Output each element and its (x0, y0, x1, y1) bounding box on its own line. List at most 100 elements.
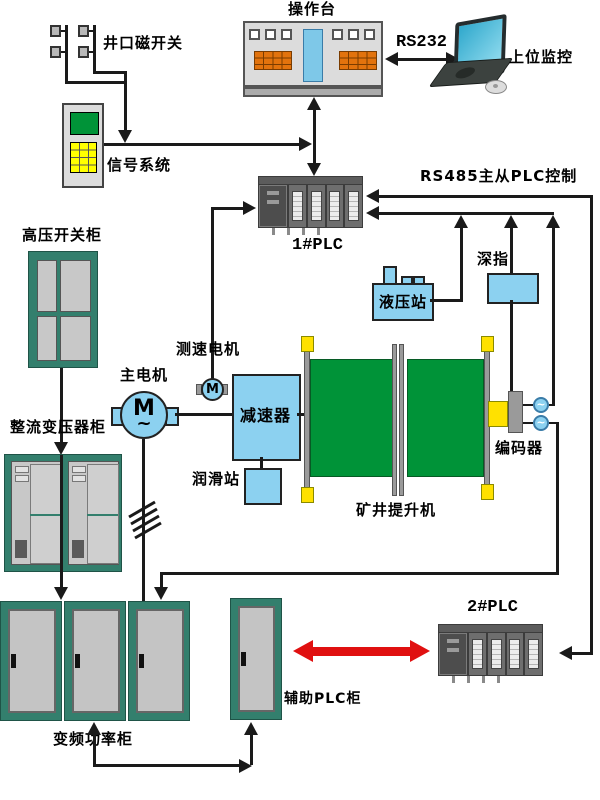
plc-cpu-module (260, 186, 286, 226)
encoder-2: ~ (533, 415, 549, 431)
plc-io-module (485, 633, 505, 675)
arrowhead (366, 206, 379, 220)
plc1-module-image (258, 176, 363, 235)
encoder-label: 编码器 (495, 439, 544, 457)
red-arrowhead (410, 640, 430, 662)
arrowhead (307, 163, 321, 176)
cabinet-section (11, 461, 62, 565)
connector (395, 58, 449, 61)
plc-io-module (467, 633, 486, 675)
console-button (281, 29, 292, 40)
cabinet-pane (60, 260, 91, 312)
cabinet-pane (37, 316, 57, 361)
line-hydraulic-bus (430, 299, 462, 302)
hoist-bearing (481, 484, 494, 500)
console-button (348, 29, 359, 40)
arrowhead (454, 215, 468, 228)
arrowhead (154, 587, 168, 600)
cabinet-section (68, 461, 119, 565)
arrowhead (385, 52, 398, 66)
vent-slot (15, 466, 29, 473)
plc-io-module (343, 185, 362, 227)
connector (523, 404, 533, 406)
magnetic-switch-icon (50, 46, 61, 58)
arrowhead (559, 646, 572, 660)
door-divider (87, 514, 118, 516)
motor-wave-glyph: ~ (136, 413, 152, 434)
cabinet-door (72, 609, 120, 713)
hoist-mid-shaft (399, 344, 404, 496)
plc-cpu-module (440, 634, 466, 674)
plc2-label: 2#PLC (467, 598, 519, 617)
speed-motor: M (201, 378, 224, 401)
plc-io-module (287, 185, 306, 227)
cabinet-door (8, 609, 56, 713)
arrowhead (504, 215, 518, 228)
arrowhead (54, 442, 68, 455)
red-arrow-shaft (312, 647, 411, 656)
line-hv-rectifier (60, 368, 63, 443)
signal-keypad (70, 142, 97, 173)
arrowhead (54, 587, 68, 600)
cabinet-pane (37, 260, 57, 312)
cabinet-pane (60, 316, 91, 361)
console-button (265, 29, 276, 40)
signal-screen (70, 112, 99, 135)
plc-io-module (324, 185, 344, 227)
plc-io-module (305, 185, 325, 227)
console-keypad-right (339, 51, 377, 70)
laptop-image (428, 13, 514, 94)
plc-io-module (504, 633, 524, 675)
plc-body (258, 185, 363, 228)
line-motor-vfd (142, 439, 145, 601)
encoder-1: ~ (533, 397, 549, 413)
console-label: 操作台 (288, 0, 337, 18)
rs232-label: RS232 (396, 33, 448, 52)
connector (65, 81, 127, 84)
wellhead-switch-label: 井口磁开关 (103, 34, 184, 52)
connector (93, 764, 241, 767)
vfd-cabinet-label: 变频功率柜 (53, 731, 133, 748)
encoder-wave-glyph: ~ (536, 416, 546, 429)
arrowhead (299, 137, 312, 151)
plc-io-module (523, 633, 542, 675)
arrowhead (118, 130, 132, 143)
hydraulic-station-label: 液压站 (379, 293, 428, 311)
hoist-mid-shaft (392, 344, 397, 496)
arrowhead (366, 189, 379, 203)
connector (89, 51, 95, 53)
main-motor: M ~ (120, 391, 168, 439)
plc-terminals (258, 228, 363, 235)
line-signal-bus (104, 143, 300, 146)
hoist-bearing (301, 336, 314, 352)
connector (549, 422, 559, 424)
red-arrowhead (293, 640, 313, 662)
arrowhead (546, 215, 560, 228)
rs485-upper-line (378, 195, 593, 198)
hoist-axle (297, 413, 310, 416)
connector (250, 734, 253, 765)
line-depth-bus (510, 227, 513, 273)
plc2-module-image (438, 624, 543, 683)
aux-plc-cabinet-label: 辅助PLC柜 (284, 691, 362, 707)
cabinet-unit (15, 540, 27, 558)
main-motor-label: 主电机 (120, 366, 169, 384)
arrowhead (243, 201, 256, 215)
rs485-lower-line (378, 212, 554, 215)
arrowhead (87, 722, 101, 735)
door-divider (30, 514, 61, 516)
hoist-drum-right (407, 359, 484, 477)
reducer-box (232, 374, 301, 461)
line-rectifier-vfd (60, 455, 63, 588)
connector (61, 30, 67, 32)
line-speedmotor-plc1 (211, 207, 214, 379)
line-encoder2-feedback (160, 572, 163, 588)
line-depth-encoder (510, 300, 513, 392)
cable-break-mark (134, 521, 162, 540)
door-handle (241, 652, 246, 666)
rs485-right-drop (590, 195, 593, 655)
aux-plc-cabinet (230, 598, 282, 720)
connector (93, 25, 96, 74)
magnetic-switch-icon (50, 25, 61, 37)
